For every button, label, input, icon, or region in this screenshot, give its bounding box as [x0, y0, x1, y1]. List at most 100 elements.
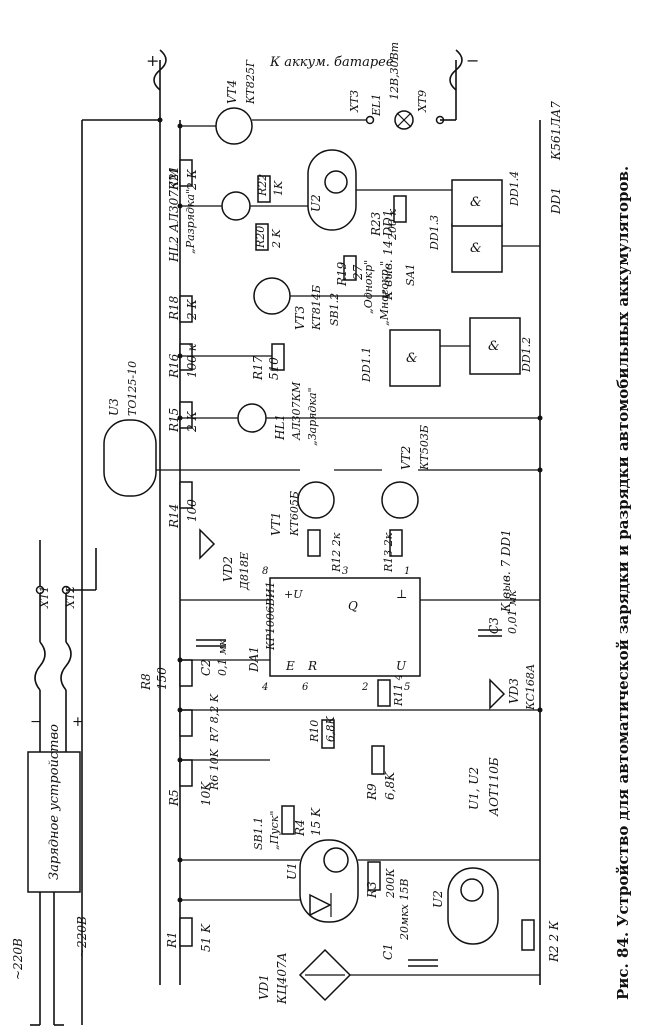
label-vd3v: КС168А — [524, 664, 537, 711]
label-vt2v: КТ503Б — [418, 425, 431, 471]
label-3: 6 — [302, 682, 309, 693]
label-c3v: 0,01 мк — [506, 590, 519, 634]
label-r8v: 150 — [155, 667, 169, 690]
label-vd1v: КЦ407А — [275, 952, 289, 1005]
label-sb11v: „Пуск" — [268, 811, 281, 850]
label-da1v: КР1006ВИ1 — [264, 581, 277, 651]
figure-caption: Рис. 84. Устройство для автоматической з… — [614, 166, 632, 1000]
label-el1: EL1 — [370, 94, 383, 117]
vt4-transistor — [215, 107, 253, 145]
label-vd2v: Д818Е — [238, 552, 251, 591]
vd1-bridge: VD1 КЦ407А — [257, 948, 352, 1005]
label-charger: Зарядное устройство — [47, 724, 62, 880]
label-10: 3 — [342, 566, 348, 577]
label-vt2: VT2 — [399, 446, 413, 470]
label-r2: R2 2 К — [547, 920, 561, 963]
label-vt4v: КТ825Г — [244, 59, 257, 105]
label-r1v: 51 K — [199, 923, 213, 952]
label-r21v: 2 К — [185, 169, 199, 191]
label-vt3: VT3 — [293, 305, 307, 330]
label-r7: R7 8,2 K — [208, 693, 221, 743]
label-and_sym: & — [470, 195, 482, 210]
label-r9v: 6,8K — [383, 771, 397, 800]
label-r23v: 200 к — [386, 209, 399, 241]
label-11: Q — [348, 599, 358, 613]
label-vd2: VD2 — [221, 556, 235, 582]
label-c1v: 20мкх 15В — [398, 879, 411, 941]
label-8: 8 — [262, 566, 268, 577]
label-r21: R21 — [167, 166, 181, 191]
label-0: 4 — [261, 682, 268, 693]
label-plus: + — [146, 51, 159, 70]
dd1-logic: & DD1.1 & DD1.2 & DD1.3 & DD1.4 DD1 К561… — [360, 101, 563, 387]
label-r15: R15 — [167, 408, 181, 433]
label-once: „Однокр" — [362, 260, 375, 314]
label-r6: R6 10K — [208, 748, 221, 791]
label-r1: R1 — [165, 931, 179, 949]
label-9: +U — [284, 588, 303, 601]
power-rails: + — [81, 49, 541, 1025]
label-r14v: 100 — [185, 499, 199, 522]
label-and_sym: & — [470, 241, 482, 256]
label-u2: U2 — [431, 890, 445, 908]
label-to_dd1_7: К выв. 7 DD1 — [499, 529, 513, 613]
u2-optocoupler: U2 — [431, 867, 499, 945]
label-12: 1 — [404, 566, 410, 577]
r1-resistor — [179, 917, 193, 947]
r3-resistor — [367, 861, 381, 891]
hl1-led — [237, 403, 267, 433]
label-r18v: 2 К — [185, 299, 199, 321]
label-el1v: 12В,30Вт — [388, 42, 401, 100]
label-1: E — [285, 659, 295, 673]
label-r5v: 10K — [199, 781, 213, 806]
label-to_batt: К аккум. батарее — [269, 55, 394, 70]
label-r8: R8 — [139, 673, 153, 691]
label-r4v: 15 K — [309, 807, 323, 836]
label-c3: C3 — [487, 617, 501, 634]
label-dd11: DD1.1 — [360, 347, 373, 383]
label-r15v: 2 К — [185, 411, 199, 433]
label-vt1: VT1 — [269, 512, 283, 536]
label-r9: R9 — [365, 783, 379, 801]
label-to_dd1_14: К выв. 14 DD1 — [381, 210, 395, 301]
label-plus: + — [72, 714, 84, 730]
label-c1: C1 — [381, 943, 395, 960]
label-u1: U1 — [285, 862, 299, 880]
label-and_sym: & — [488, 339, 500, 354]
label-u2: U2 — [309, 194, 323, 212]
label-minus: − — [30, 714, 42, 730]
label-r20v: 2 K — [270, 229, 283, 249]
input-section: R1 51 K VD1 КЦ407А C1 20мкх 15В U1 — [165, 757, 561, 1005]
discharge-section: HL2 АЛ307КМ „Разрядка" R21 2 К R20 2 K R… — [167, 42, 479, 263]
vt1-transistor — [297, 481, 335, 519]
label-xt9: XT9 — [416, 90, 429, 113]
label-xt1: XT1 — [38, 586, 51, 609]
label-hl1: HL1 — [273, 414, 287, 441]
label-u3v: ТО125-10 — [126, 361, 139, 416]
label-vt3v: КТ814Б — [310, 285, 323, 331]
u1-optocoupler: U1 — [285, 839, 359, 923]
label-u1u2v: АОТ110Б — [487, 757, 501, 817]
label-xt2: XT2 — [64, 586, 77, 609]
label-multi: „Многокр." — [378, 261, 391, 326]
label-sa1: SA1 — [404, 264, 417, 286]
label-hl1t: „Зарядка" — [306, 387, 319, 446]
label-r22v: 1K — [272, 180, 285, 196]
label-u3: U3 — [107, 398, 121, 416]
label-dd12: DD1.2 — [520, 337, 533, 373]
label-5: 2 — [361, 682, 368, 693]
label-r17v: 510 — [267, 357, 281, 380]
label-6: 5 — [404, 682, 410, 693]
label-hl2t: „Разрядка" — [184, 189, 197, 254]
label-r23: R23 — [369, 211, 383, 237]
interconnect-wiring — [156, 117, 543, 976]
hl2-led — [221, 191, 251, 221]
label-c2: C2 — [199, 659, 213, 676]
label-r22: R22 — [256, 174, 269, 197]
label-dd1: DD1 — [549, 187, 563, 215]
label-dd13: DD1.3 — [428, 215, 441, 251]
label-r10: R10 — [308, 720, 321, 743]
label-7: U — [396, 659, 407, 673]
label-r16v: 100 к — [185, 343, 199, 378]
